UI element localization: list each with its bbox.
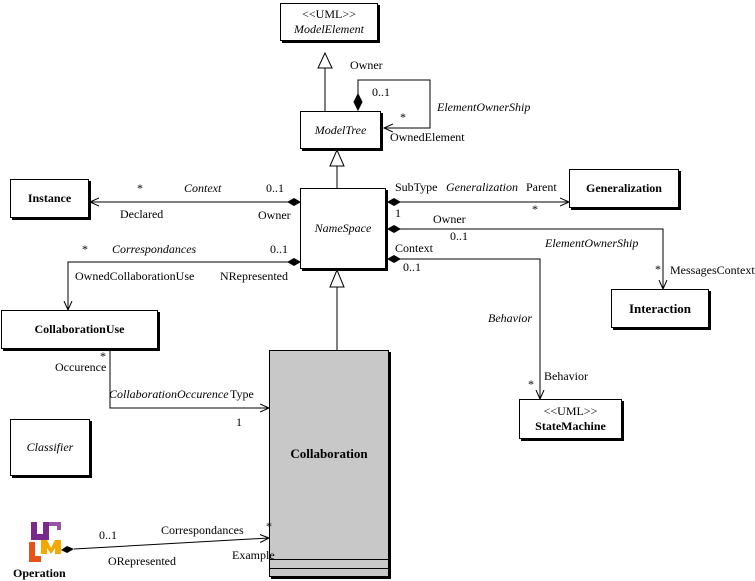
label-behavior-assoc: Behavior [488,311,532,325]
label-owner-top: Owner [350,58,383,72]
label-owner-interaction: Owner [433,212,466,226]
composition-diamond-operation [61,546,74,553]
gen-triangle-modeltree [329,148,345,167]
class-namespace[interactable]: NameSpace [300,188,386,269]
assoc-elementownership-self [357,79,431,128]
class-name: NameSpace [314,221,372,235]
label-inter-mult: 0..1 [450,229,468,243]
assoc-elementownership-interaction [398,228,663,289]
class-operation-name[interactable]: Operation [13,566,66,580]
label-correspondances-1: Correspondances [112,242,197,256]
label-collaboration-occurence: CollaborationOccurence [109,387,229,401]
label-gen-one: 1 [395,206,401,220]
label-element-ownership-2: ElementOwnerShip [545,236,639,250]
class-generalization[interactable]: Generalization [569,169,679,208]
label-occ-star: * [100,349,106,363]
label-inter-star: * [655,262,661,276]
label-parent: Parent [526,180,557,194]
label-subtype: SubType [395,180,438,194]
class-state-machine[interactable]: <<UML>> StateMachine [519,399,622,439]
label-sm-star: * [528,377,534,391]
assoc-correspondances-collaborationuse [68,261,290,310]
composition-diamond-statemachine [387,255,401,263]
stereotype-label: <<UML>> [543,404,598,418]
assoc-behavior-statemachine [398,258,540,399]
label-owned-element: OwnedElement [390,130,465,144]
label-cu-mult: 0..1 [270,242,288,256]
attribute-separator [270,559,388,560]
label-type: Type [230,387,254,401]
class-name: Instance [27,191,72,205]
label-owner-instance: Owner [258,208,291,222]
label-behavior-end: Behavior [544,369,588,383]
label-declared: Declared [120,207,164,221]
class-model-tree[interactable]: ModelTree [300,111,381,149]
gen-triangle-modelelement [317,51,333,69]
label-op-star: * [266,519,272,533]
composition-diamond-instance [287,198,301,206]
label-example: Example [232,548,275,562]
composition-diamond-interaction [387,225,401,233]
label-nrepresented: NRepresented [220,269,288,283]
label-generalization-assoc: Generalization [446,180,518,194]
class-name: ModelElement [294,22,364,36]
class-name: CollaborationUse [34,322,125,336]
uml-logo-icon [29,522,61,562]
assoc-operation-correspondances [73,538,269,550]
label-orepresented: ORepresented [108,554,176,568]
label-inst-mult: 0..1 [266,181,284,195]
label-messages-context: MessagesContext [670,263,755,277]
label-correspondances-2: Correspondances [161,523,244,537]
class-classifier[interactable]: Classifier [10,419,90,476]
composition-diamond-collaborationuse [287,258,301,266]
label-element-ownership-1: ElementOwnerShip [437,100,531,114]
class-name: StateMachine [535,419,606,433]
composition-diamond-generalization [387,198,401,206]
label-one: 1 [236,415,242,429]
label-owned-collaboration-use: OwnedCollaborationUse [75,269,195,283]
label-sm-mult: 0..1 [403,260,421,274]
operation-separator [270,568,388,569]
label-context-2: Context [395,241,433,255]
label-mt-star: * [400,110,406,124]
label-context-1: Context [184,181,222,195]
class-interaction[interactable]: Interaction [611,289,709,328]
label-mt-mult: 0..1 [372,85,390,99]
class-name: Classifier [26,440,74,454]
label-op-mult: 0..1 [99,528,117,542]
label-cu-star: * [82,242,88,256]
label-inst-star: * [137,181,143,195]
class-name: Collaboration [290,446,368,461]
class-instance[interactable]: Instance [10,179,89,218]
class-name: Generalization [586,181,662,195]
gen-triangle-namespace [329,268,345,288]
class-name: ModelTree [314,122,367,137]
class-collaboration-use[interactable]: CollaborationUse [1,310,158,349]
class-name: Interaction [628,300,692,316]
label-occurence: Occurence [55,360,107,374]
label-gen-star: * [532,202,538,216]
composition-diamond-modeltree [353,92,363,112]
assoc-collaborationoccurence [109,349,269,408]
stereotype-label: <<UML>> [302,7,356,21]
class-collaboration[interactable]: Collaboration [269,350,389,577]
class-model-element[interactable]: <<UML>> ModelElement [280,3,378,41]
